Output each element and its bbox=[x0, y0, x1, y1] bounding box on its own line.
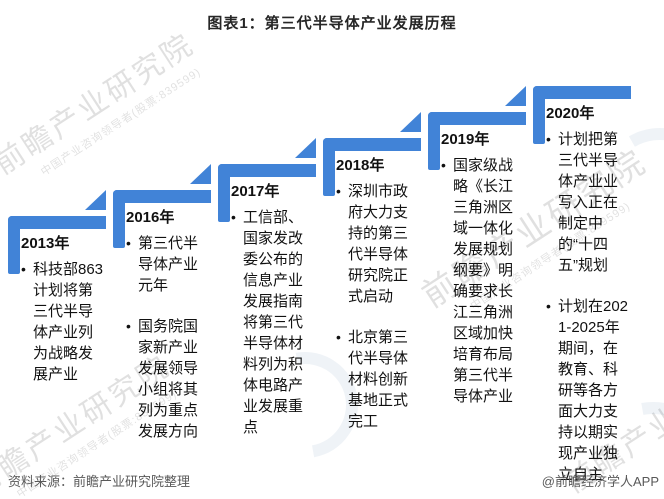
bullet-icon: • bbox=[336, 329, 341, 345]
bullet-item: • 国务院国家新产业发展领导小组将其列为重点发展方向 bbox=[126, 316, 212, 442]
bullet-item: • 计划在2021-2025年期间，在教育、科研等各方面大力支持以期实现产业独立自… bbox=[546, 296, 632, 485]
step-riser bbox=[113, 190, 125, 248]
bullet-icon: • bbox=[231, 209, 236, 225]
page-title: 图表1：第三代半导体产业发展历程 bbox=[207, 15, 457, 32]
step-year: 2019年 bbox=[441, 131, 490, 148]
step-content: 2019年 • 国家级战略《长江三角洲区域一体化发展规划纲要》明确要求长江三角洲区域… bbox=[441, 129, 527, 427]
bullet-text: 北京第三代半导体材料创新基地正式完工 bbox=[348, 329, 409, 430]
watermark-brand-text: 前瞻产业研究院 bbox=[0, 27, 201, 182]
step-year: 2018年 bbox=[336, 157, 385, 174]
bullet-text: 国家级战略《长江三角洲区域一体化发展规划纲要》明确要求长江三角洲区域加快培育布局… bbox=[453, 157, 514, 405]
step-year: 2020年 bbox=[546, 105, 595, 122]
step-content: 2020年 • 计划把第三代半导体产业业写入正在制定中的“十四五”规划 • 计划在202… bbox=[546, 103, 632, 499]
step-riser bbox=[428, 112, 440, 170]
step-content: 2013年 • 科技部863计划将第三代半导体产业列为战略发展产业 bbox=[21, 233, 107, 405]
bullet-text: 工信部、国家发改委公布的信息产业发展指南将第三代半导体材料列为积体电路产业发展重… bbox=[243, 209, 304, 436]
bullet-item: • 工信部、国家发改委公布的信息产业发展指南将第三代半导体材料列为积体电路产业发展… bbox=[231, 207, 317, 438]
source-note: 资料来源：前瞻产业研究院整理 bbox=[8, 474, 191, 489]
bullet-icon: • bbox=[21, 261, 26, 277]
bullet-text: 第三代半导体产业元年 bbox=[138, 235, 199, 294]
bullet-text: 国务院国家新产业发展领导小组将其列为重点发展方向 bbox=[138, 318, 199, 440]
bullet-icon: • bbox=[336, 183, 341, 199]
step-year: 2016年 bbox=[126, 209, 175, 226]
bullet-text: 深圳市政府大力支持的第三代半导体研究院正式启动 bbox=[348, 183, 409, 305]
step-bar bbox=[323, 138, 421, 151]
step-up-arrow-icon bbox=[190, 164, 211, 184]
step-year: 2013年 bbox=[21, 235, 70, 252]
bullet-item: • 计划把第三代半导体产业业写入正在制定中的“十四五”规划 bbox=[546, 129, 632, 276]
bullet-item: • 科技部863计划将第三代半导体产业列为战略发展产业 bbox=[21, 259, 107, 385]
bullet-item: • 国家级战略《长江三角洲区域一体化发展规划纲要》明确要求长江三角洲区域加快培育布… bbox=[441, 155, 527, 407]
bullet-icon: • bbox=[441, 157, 446, 173]
step-riser bbox=[8, 216, 20, 274]
watermark-tagline-text: 中国产业咨询领导者(股票:839599) bbox=[38, 66, 204, 179]
step-up-arrow-icon bbox=[85, 190, 106, 210]
step-bar bbox=[218, 164, 316, 177]
bullet-icon: • bbox=[126, 318, 131, 334]
step-riser bbox=[323, 138, 335, 196]
step-bar bbox=[428, 112, 526, 125]
step-up-arrow-icon bbox=[295, 138, 316, 158]
bullet-text: 计划在2021-2025年期间，在教育、科研等各方面大力支持以期实现产业独立自主 bbox=[558, 298, 629, 483]
bullet-text: 科技部863计划将第三代半导体产业列为战略发展产业 bbox=[33, 261, 104, 383]
attribution-note: @前瞻经济学人APP bbox=[541, 474, 659, 489]
bullet-icon: • bbox=[126, 235, 131, 251]
step-up-arrow-icon bbox=[400, 112, 421, 132]
bullet-item: • 第三代半导体产业元年 bbox=[126, 233, 212, 296]
step-content: 2018年 • 深圳市政府大力支持的第三代半导体研究院正式启动 • 北京第三代半导体材料… bbox=[336, 155, 422, 452]
bullet-icon: • bbox=[546, 298, 551, 314]
step-up-arrow-icon bbox=[505, 86, 526, 106]
step-riser bbox=[218, 164, 230, 222]
brand-watermark: 前瞻产业研究院 中国产业咨询领导者(股票:839599) bbox=[0, 20, 211, 198]
step-riser bbox=[533, 86, 545, 144]
step-content: 2017年 • 工信部、国家发改委公布的信息产业发展指南将第三代半导体材料列为积体电… bbox=[231, 181, 317, 458]
step-year: 2017年 bbox=[231, 183, 280, 200]
bullet-item: • 北京第三代半导体材料创新基地正式完工 bbox=[336, 327, 422, 432]
step-bar bbox=[8, 216, 106, 229]
step-bar bbox=[533, 86, 631, 99]
step-content: 2016年 • 第三代半导体产业元年 • 国务院国家新产业发展领导小组将其列为重点发展方… bbox=[126, 207, 212, 462]
bullet-text: 计划把第三代半导体产业业写入正在制定中的“十四五”规划 bbox=[558, 131, 619, 274]
step-bar bbox=[113, 190, 211, 203]
bullet-icon: • bbox=[546, 131, 551, 147]
bullet-item: • 深圳市政府大力支持的第三代半导体研究院正式启动 bbox=[336, 181, 422, 307]
